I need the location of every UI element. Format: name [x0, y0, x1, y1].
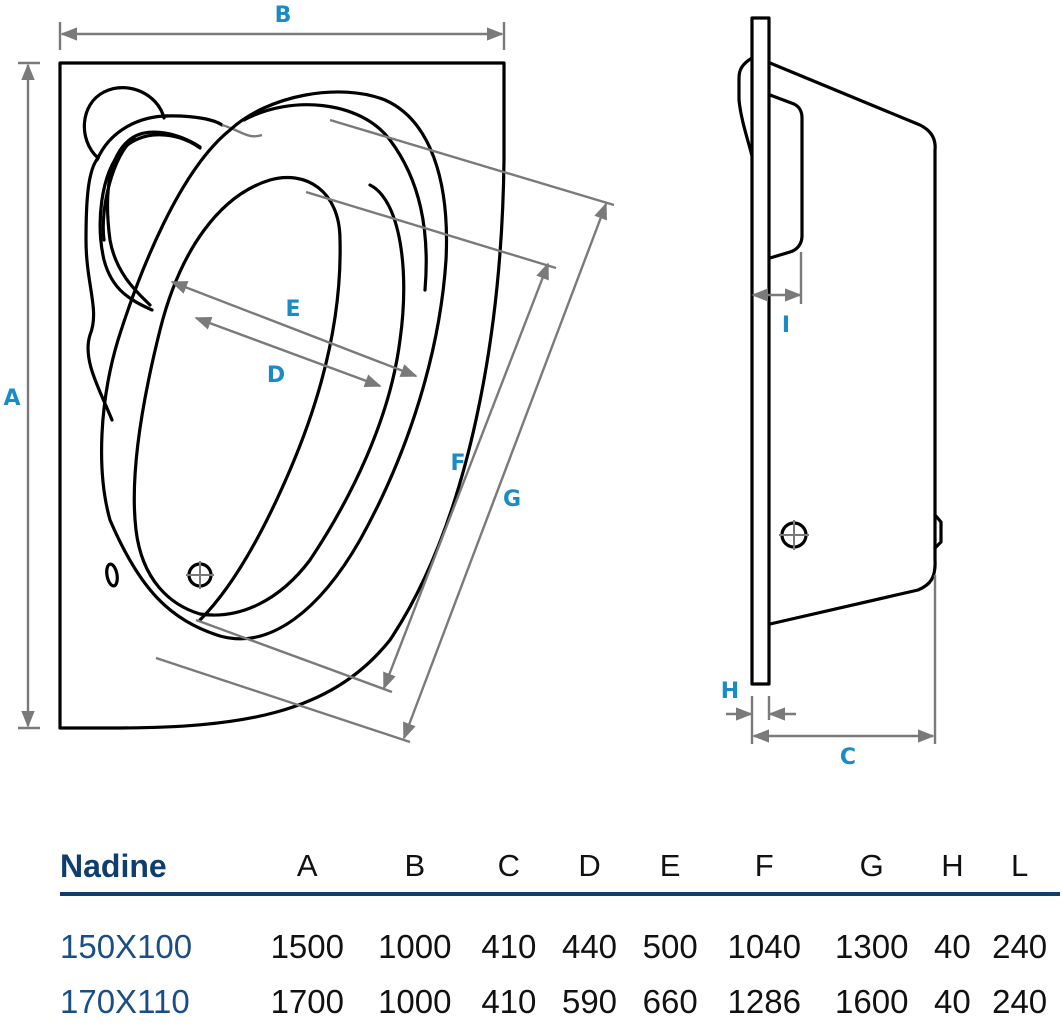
dimension-e: E — [170, 280, 418, 378]
basin-inner-oval — [132, 175, 406, 622]
value-cell: 1300 — [835, 928, 909, 965]
back-lip — [737, 56, 754, 158]
value-cell: 440 — [561, 928, 618, 965]
seat-outer-arc — [95, 114, 170, 162]
value-cell: 1000 — [378, 928, 452, 965]
dimension-d: D — [194, 316, 382, 388]
dimensions-table: Nadine A B C D E F G H L 150X100 1500 10… — [60, 840, 1060, 1032]
top-view — [58, 61, 506, 730]
value-cell: 1040 — [727, 928, 801, 965]
value-cell: 40 — [934, 983, 971, 1020]
dimension-g: G — [155, 118, 615, 744]
column-header: G — [859, 848, 884, 883]
dim-label-e: E — [285, 297, 300, 322]
headrest — [82, 86, 166, 160]
table-header-row: Nadine A B C D E F G H L — [60, 840, 1060, 894]
column-header: B — [404, 848, 426, 883]
value-cell: 1700 — [270, 983, 344, 1020]
value-cell: 1286 — [727, 983, 801, 1020]
model-cell: 170X110 — [60, 983, 190, 1020]
model-cell: 150X100 — [60, 928, 193, 965]
dimension-b: B — [58, 3, 506, 50]
table-row: 150X100 1500 1000 410 440 500 1040 1300 … — [60, 894, 1060, 972]
dimension-h: H — [721, 679, 796, 744]
dim-label-g: G — [503, 487, 521, 512]
seat-step-profile — [768, 93, 804, 260]
dimension-i: I — [751, 252, 803, 338]
value-cell: 240 — [992, 983, 1048, 1020]
value-cell: 410 — [481, 983, 537, 1020]
side-view — [737, 16, 943, 686]
seat-rim-gray — [221, 123, 263, 138]
seat-inner-line — [98, 133, 202, 312]
drain-side-icon — [779, 520, 809, 550]
value-cell: 410 — [481, 928, 537, 965]
dim-label-d: D — [267, 363, 285, 388]
tub-body-profile — [768, 61, 937, 626]
dim-label-c: C — [840, 745, 856, 770]
column-header: D — [578, 848, 601, 883]
basin-rim-oval — [100, 90, 449, 641]
column-header: C — [497, 848, 521, 883]
value-cell: 590 — [561, 983, 618, 1020]
value-cell: 1000 — [378, 983, 452, 1020]
column-header: A — [296, 848, 318, 883]
dim-label-a: A — [3, 386, 20, 411]
seat-outer-contour — [84, 114, 224, 422]
value-cell: 240 — [992, 928, 1048, 965]
column-header: H — [941, 848, 964, 883]
dim-label-i: I — [782, 313, 790, 338]
basin-rim-inner-arc — [242, 103, 428, 292]
column-header: L — [1011, 848, 1029, 883]
value-cell: 500 — [642, 928, 698, 965]
drain-icon — [186, 561, 214, 589]
value-cell: 40 — [934, 928, 971, 965]
dim-label-h: H — [721, 679, 739, 704]
dim-label-b: B — [275, 3, 292, 28]
dim-label-f: F — [450, 451, 465, 476]
column-header: E — [659, 848, 681, 883]
table-title: Nadine — [60, 847, 167, 884]
column-header: F — [754, 848, 774, 883]
value-cell: 1500 — [270, 928, 344, 965]
technical-drawing: B A E D F G — [3, 3, 943, 770]
value-cell: 660 — [642, 983, 698, 1020]
dimension-f: F — [195, 190, 557, 694]
overflow-icon — [105, 562, 119, 588]
overflow-nub — [933, 513, 943, 550]
table-row: 170X110 1700 1000 410 590 660 1286 1600 … — [60, 972, 1060, 1032]
dimension-c: C — [752, 575, 937, 770]
dimension-a: A — [3, 61, 40, 730]
value-cell: 1600 — [835, 983, 909, 1020]
side-panel — [750, 16, 771, 686]
